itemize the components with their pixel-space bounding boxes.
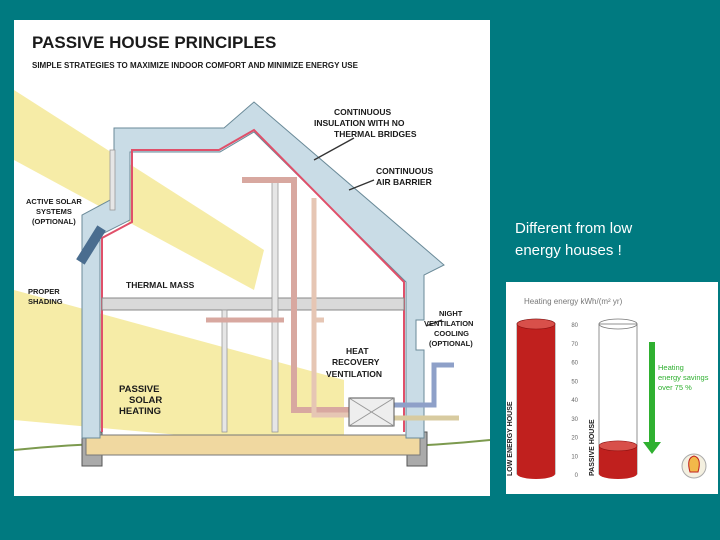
label-insulation-2: INSULATION WITH NO — [314, 118, 405, 128]
diagram-title: PASSIVE HOUSE PRINCIPLES — [32, 33, 276, 52]
lightbulb-icon — [688, 455, 700, 473]
bar-top — [598, 440, 638, 452]
exhaust-duct — [311, 198, 352, 418]
outdoor-duct — [394, 362, 454, 408]
y-tick-label: 20 — [571, 436, 578, 442]
sun-ray-upper — [14, 90, 264, 290]
bar-base — [599, 469, 637, 479]
label-hrv-2: RECOVERY — [332, 357, 380, 367]
hrv-cross — [348, 397, 395, 427]
bar-base — [517, 469, 555, 479]
y-tick-label: 30 — [571, 417, 578, 423]
label-night-2: VENTILATION — [424, 319, 473, 328]
label-shading-2: SHADING — [28, 297, 63, 306]
arrow-night — [425, 319, 443, 327]
arrow-airbarrier — [348, 179, 375, 191]
y-tick-label: 60 — [571, 361, 578, 367]
cylinder-top — [598, 318, 638, 330]
category-label: LOW ENERGY HOUSE — [507, 401, 514, 476]
y-tick-label: 10 — [571, 454, 578, 460]
label-active-solar-2: SYSTEMS — [36, 207, 72, 216]
savings-arrow-shaft — [649, 342, 655, 442]
thermal-mass-floor — [101, 297, 405, 311]
y-tick-label: 80 — [571, 323, 578, 329]
savings-annotation-3: over 75 % — [658, 383, 692, 392]
label-night-1: NIGHT — [439, 309, 463, 318]
bar — [517, 324, 555, 474]
interior-post-left — [221, 309, 228, 433]
caption-line-1: Different from low — [515, 220, 633, 237]
diagram-subtitle: SIMPLE STRATEGIES TO MAXIMIZE INDOOR COM… — [32, 61, 359, 70]
label-passive-2: SOLAR — [129, 395, 162, 406]
label-passive-3: HEATING — [119, 406, 161, 417]
interior-column — [271, 177, 279, 433]
chart-svg: Heating energy kWh/(m² yr) 0 10 20 30 40 50 60… — [507, 297, 709, 479]
slide-caption: Different from low energy houses ! — [515, 218, 715, 262]
label-night-3: COOLING — [434, 329, 469, 338]
y-tick-label: 50 — [571, 379, 578, 385]
supply-duct — [242, 177, 352, 413]
arrow-insulation — [313, 137, 355, 161]
label-active-solar-1: ACTIVE SOLAR — [26, 197, 82, 206]
solar-panel — [76, 225, 106, 265]
left-post — [109, 149, 116, 211]
label-airbarrier-2: AIR BARRIER — [376, 177, 432, 187]
label-night-4: (OPTIONAL) — [429, 339, 473, 348]
label-insulation-3: THERMAL BRIDGES — [334, 129, 417, 139]
floor-slab — [85, 434, 421, 456]
heating-energy-chart: Heating energy kWh/(m² yr) 0 10 20 30 40 50 60… — [506, 282, 718, 494]
label-shading-1: PROPER — [28, 287, 60, 296]
house-illustration: PASSIVE HOUSE PRINCIPLES SIMPLE STRATEGI… — [14, 33, 490, 467]
air-barrier-line — [101, 128, 405, 432]
savings-annotation-2: energy savings — [658, 373, 709, 382]
chart-title: Heating energy kWh/(m² yr) — [524, 297, 623, 306]
label-hrv-1: HEAT — [346, 346, 369, 356]
category-label: PASSIVE HOUSE — [589, 419, 596, 476]
caption-line-2: energy houses ! — [515, 242, 622, 259]
y-tick-label: 40 — [571, 398, 578, 404]
savings-annotation-1: Heating — [658, 363, 684, 372]
savings-arrow-head — [643, 442, 661, 454]
y-tick-label: 0 — [575, 473, 579, 479]
y-tick-label: 70 — [571, 342, 578, 348]
label-passive-1: PASSIVE — [119, 384, 159, 395]
label-active-solar-3: (OPTIONAL) — [32, 217, 76, 226]
label-hrv-3: VENTILATION — [326, 369, 382, 379]
label-airbarrier-1: CONTINUOUS — [376, 166, 433, 176]
passive-house-diagram: PASSIVE HOUSE PRINCIPLES SIMPLE STRATEGI… — [14, 20, 490, 496]
bar-top — [516, 318, 556, 330]
label-insulation-1: CONTINUOUS — [334, 107, 391, 117]
label-thermal-mass: THERMAL MASS — [126, 280, 195, 290]
